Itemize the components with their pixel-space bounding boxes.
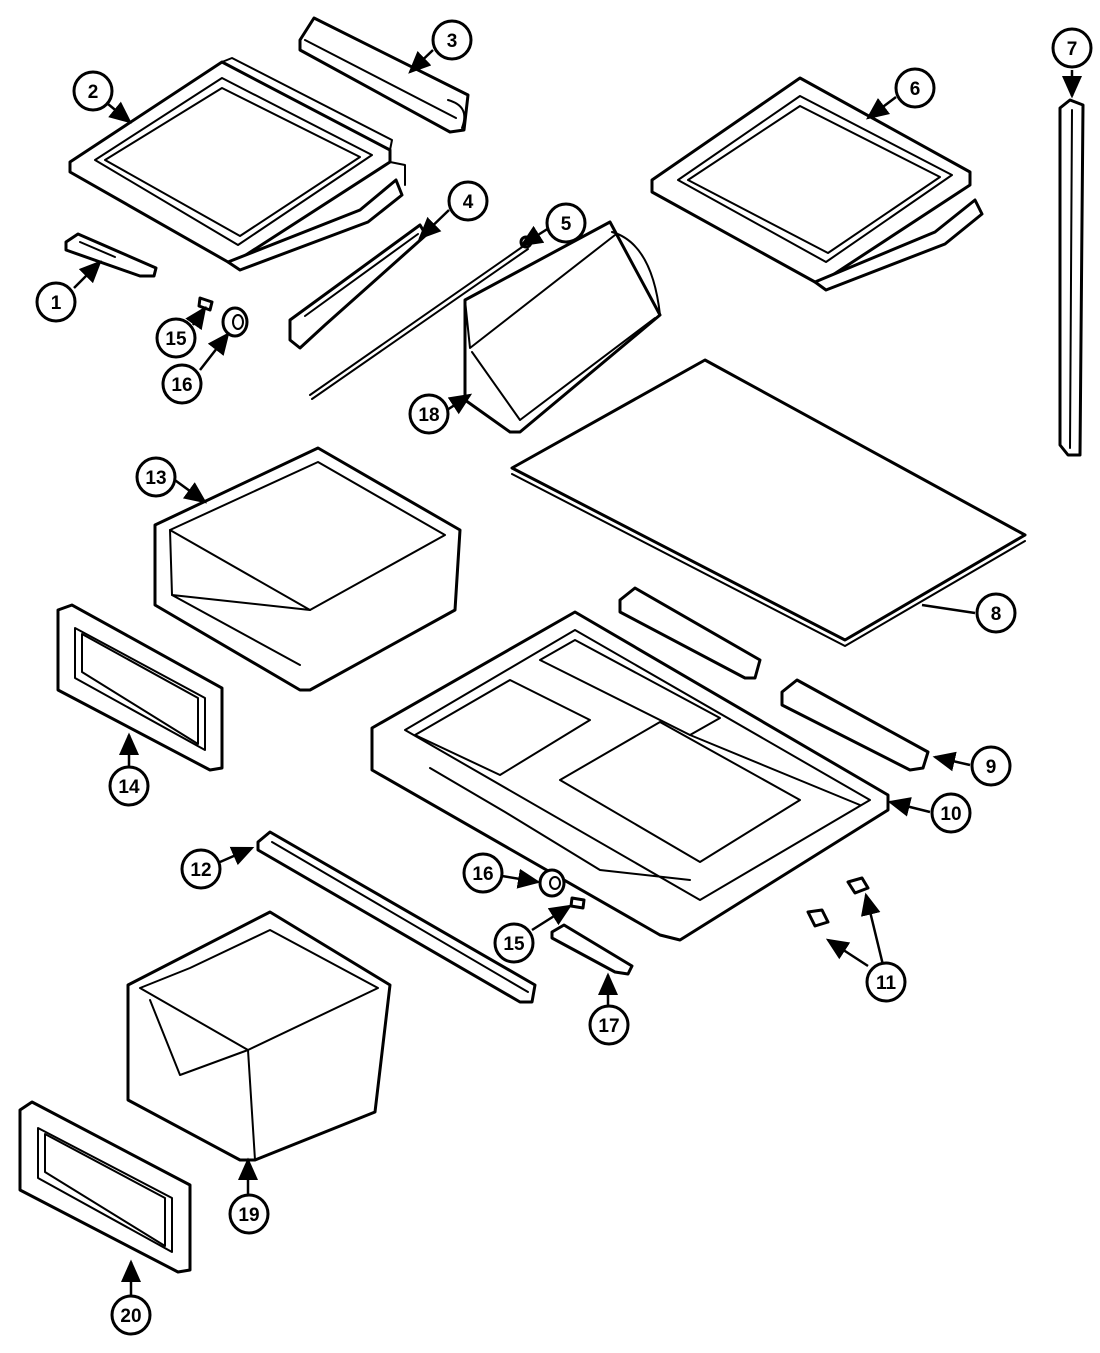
callout-20[interactable]: 20 (110, 1294, 152, 1336)
callout-8-label: 8 (991, 604, 1002, 625)
callout-11-label: 11 (876, 973, 897, 994)
callout-8[interactable]: 8 (975, 592, 1017, 634)
part-19-crisper-drawer[interactable] (126, 910, 392, 1162)
part-9-front-strip-upper[interactable] (618, 586, 762, 680)
callout-2-label: 2 (88, 82, 99, 103)
callout-14[interactable]: 14 (108, 765, 150, 807)
callout-16-upper-label: 16 (171, 375, 192, 396)
part-17-slide-bracket[interactable] (550, 923, 634, 976)
part-8-glass-panel[interactable] (510, 358, 1027, 647)
part-15-screw-lower[interactable] (569, 896, 586, 910)
callout-15-upper[interactable]: 15 (155, 317, 197, 359)
callout-14-label: 14 (118, 777, 140, 798)
callout-10-label: 10 (940, 804, 961, 825)
callout-16-lower[interactable]: 16 (462, 852, 504, 894)
part-9-front-strip-lower[interactable] (780, 678, 930, 772)
callout-15-lower[interactable]: 15 (493, 922, 535, 964)
callout-19[interactable]: 19 (228, 1193, 270, 1235)
part-15-screw-upper[interactable] (197, 296, 214, 312)
callout-13[interactable]: 13 (135, 456, 177, 498)
callout-20-label: 20 (120, 1306, 141, 1327)
callout-6[interactable]: 6 (894, 67, 936, 109)
callout-17[interactable]: 17 (588, 1004, 630, 1046)
part-1-slide-bracket[interactable] (64, 232, 158, 278)
callout-13-label: 13 (145, 468, 166, 489)
callout-7-label: 7 (1067, 39, 1078, 60)
callout-4[interactable]: 4 (447, 180, 489, 222)
callout-2[interactable]: 2 (72, 70, 114, 112)
part-2-left-shelf[interactable] (68, 57, 406, 272)
callout-11[interactable]: 11 (865, 961, 907, 1003)
callout-5-label: 5 (561, 214, 572, 235)
callout-10[interactable]: 10 (930, 792, 972, 834)
part-14-drawer-front[interactable] (56, 603, 224, 772)
callout-18-label: 18 (418, 405, 439, 426)
callout-5[interactable]: 5 (545, 202, 587, 244)
part-7-vertical-rail[interactable] (1058, 98, 1085, 457)
callout-16-lower-label: 16 (472, 864, 493, 885)
leader-lines (73, 49, 1082, 1296)
callout-9[interactable]: 9 (970, 745, 1012, 787)
part-20-drawer-front[interactable] (18, 1100, 192, 1274)
part-13-crisper-drawer[interactable] (153, 446, 462, 692)
part-11-screw-a[interactable] (846, 876, 870, 895)
callout-19-label: 19 (238, 1205, 259, 1226)
part-16-roller-upper[interactable] (221, 306, 249, 338)
callout-1-label: 1 (51, 293, 62, 314)
callout-12-label: 12 (190, 860, 211, 881)
callout-1[interactable]: 1 (35, 281, 77, 323)
part-11-screw-b[interactable] (806, 908, 830, 928)
callout-18[interactable]: 18 (408, 393, 450, 435)
callout-17-label: 17 (598, 1016, 619, 1037)
callout-9-label: 9 (986, 757, 997, 778)
callout-15-upper-label: 15 (165, 329, 187, 350)
callout-16-upper[interactable]: 16 (161, 363, 203, 405)
callout-15-lower-label: 15 (503, 934, 525, 955)
callout-3[interactable]: 3 (431, 19, 473, 61)
part-6-right-shelf[interactable] (650, 76, 984, 292)
callout-12[interactable]: 12 (180, 848, 222, 890)
part-10-cover-frame[interactable] (370, 610, 890, 942)
part-3-shelf-cover[interactable] (298, 16, 470, 134)
callout-4-label: 4 (463, 192, 474, 213)
part-12-drawer-rail[interactable] (256, 830, 537, 1004)
callout-6-label: 6 (910, 79, 921, 100)
callout-7[interactable]: 7 (1051, 27, 1093, 69)
part-16-roller-lower[interactable] (538, 868, 566, 898)
part-18-cover-frame[interactable] (463, 220, 662, 434)
callout-3-label: 3 (447, 31, 458, 52)
